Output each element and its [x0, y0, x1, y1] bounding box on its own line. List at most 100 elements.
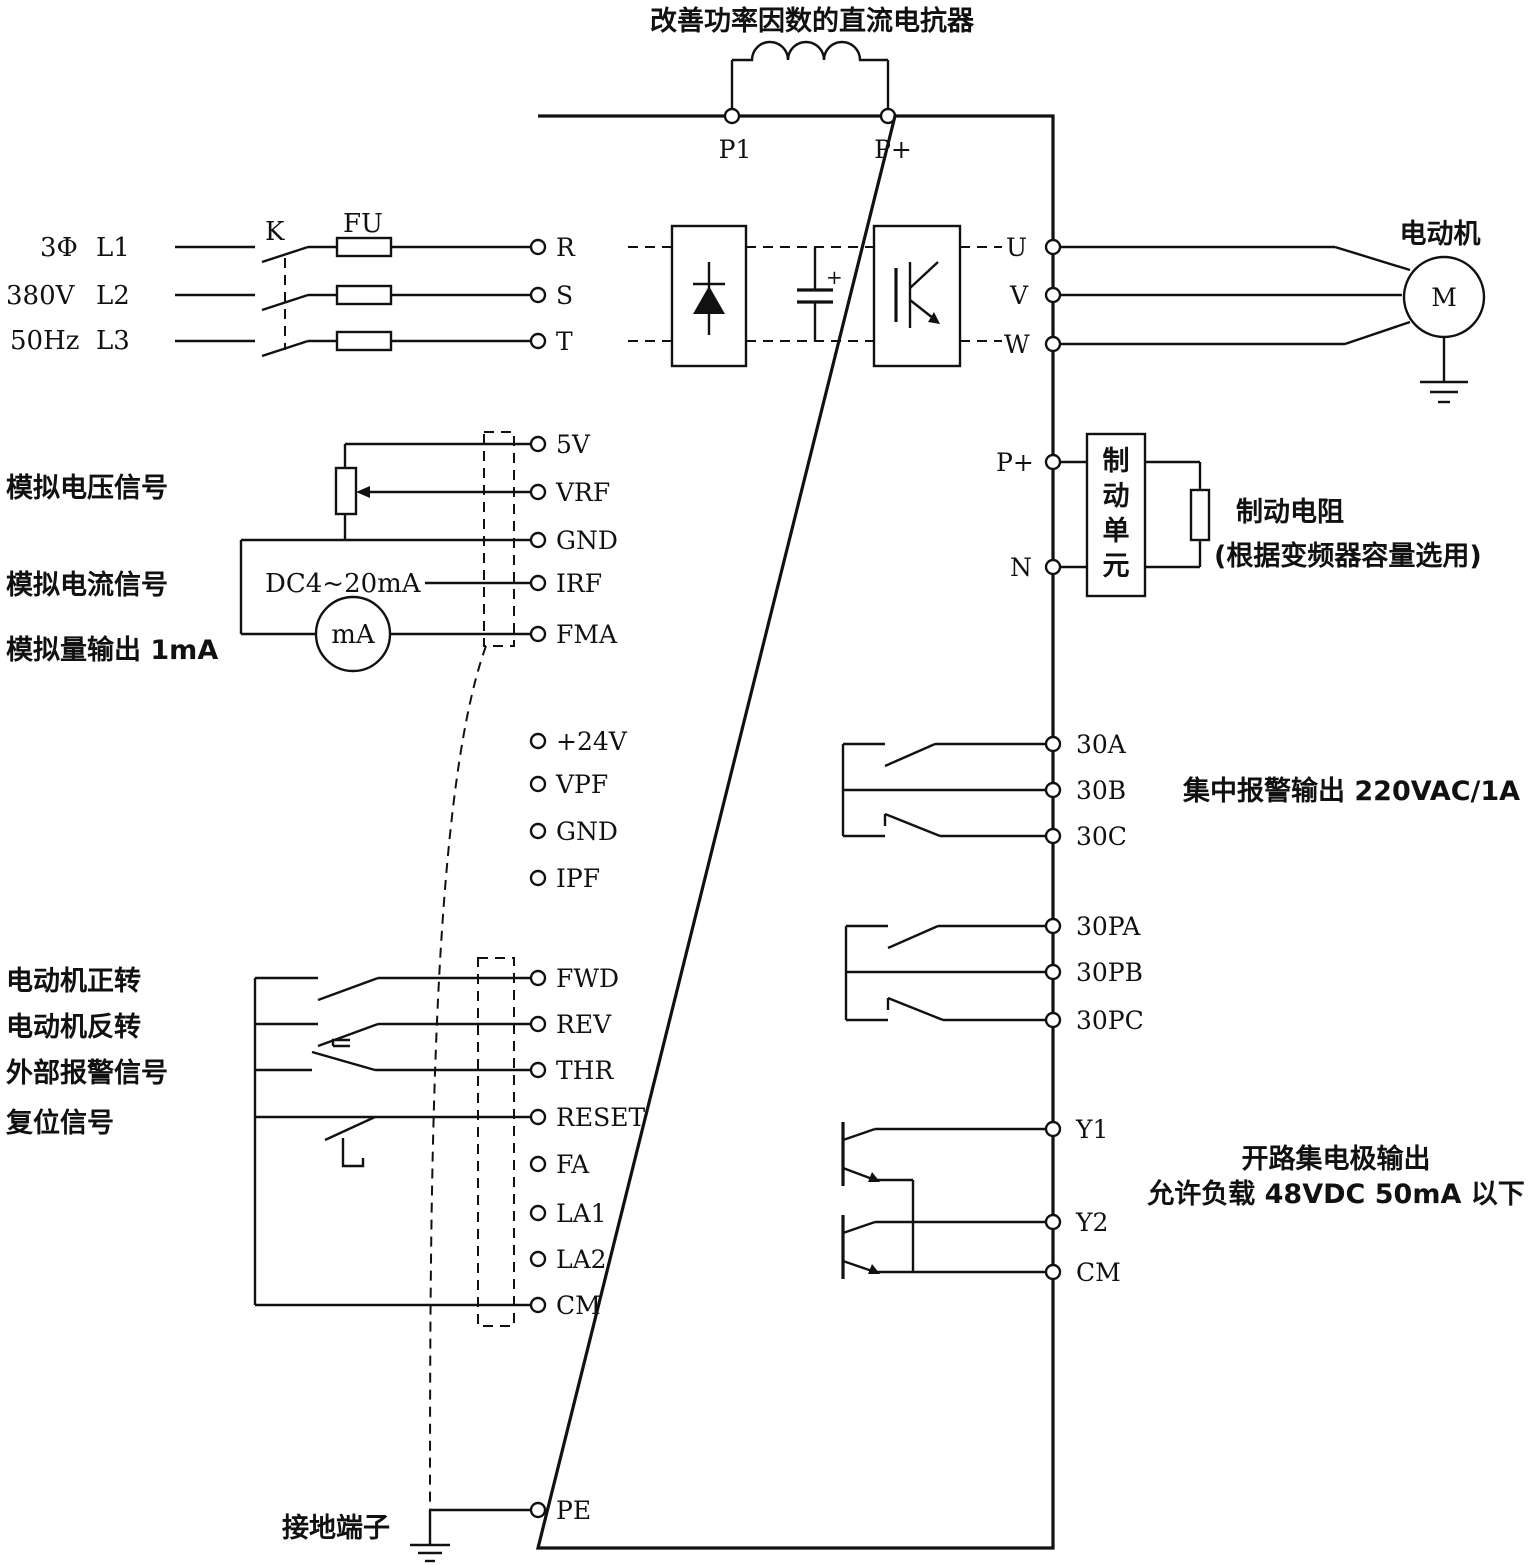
- terminal-cm-right-label: CM: [1076, 1258, 1121, 1287]
- terminal-30pc: [1044, 1011, 1062, 1029]
- inverter-enclosure: [535, 114, 1055, 1550]
- terminal-30pa-label: 30PA: [1076, 912, 1141, 941]
- fuse-fu-label: FU: [343, 209, 383, 239]
- supply-line-l1: L1: [96, 233, 130, 263]
- terminal-la1: [529, 1204, 547, 1222]
- terminal-s-label: S: [556, 281, 573, 310]
- supply-wiring: [175, 236, 531, 358]
- ground-terminal-label: 接地端子: [282, 1513, 390, 1544]
- terminal-fma: [529, 625, 547, 643]
- fwd-label: 电动机正转: [6, 966, 141, 997]
- terminal-s: [529, 286, 547, 304]
- terminal-30a: [1044, 735, 1062, 753]
- terminal-r-label: R: [556, 233, 576, 262]
- terminal-30c: [1044, 827, 1062, 845]
- digital-input-wiring: [253, 957, 531, 1563]
- diagram-title: 改善功率因数的直流电抗器: [650, 5, 975, 37]
- terminal-thr: [529, 1061, 547, 1079]
- terminal-5v-label: 5V: [556, 430, 591, 459]
- terminal-v: [1044, 286, 1062, 304]
- supply-frequency: 50Hz: [10, 326, 79, 356]
- terminal-5v: [529, 435, 547, 453]
- terminal-30c-label: 30C: [1076, 822, 1127, 851]
- reset-label: 复位信号: [6, 1107, 114, 1139]
- oc-note-1: 开路集电极输出: [1242, 1143, 1431, 1175]
- brake-resistor-note: (根据变频器容量选用): [1214, 540, 1482, 572]
- terminal-pe: [529, 1501, 547, 1519]
- terminal-ipf: [529, 869, 547, 887]
- dc-range-label: DC4~20mA: [265, 569, 422, 599]
- brake-unit-box: [1085, 432, 1147, 598]
- analog-voltage-label: 模拟电压信号: [6, 473, 168, 504]
- supply-line-l3: L3: [96, 326, 130, 356]
- terminal-n: [1044, 558, 1062, 576]
- terminal-30pb-label: 30PB: [1076, 958, 1143, 987]
- terminal-cm-left-label: CM: [556, 1291, 601, 1320]
- terminal-gnd-1-label: GND: [556, 526, 618, 555]
- analog-terminals: [529, 435, 547, 643]
- svg-text:+: +: [826, 265, 843, 289]
- motor-label: 电动机: [1400, 219, 1481, 250]
- terminal-rev: [529, 1015, 547, 1033]
- terminal-24v: [529, 732, 547, 750]
- terminal-vpf-label: VPF: [555, 770, 608, 799]
- terminal-rev-label: REV: [556, 1010, 612, 1039]
- relay-note: 集中报警输出 220VAC/1A: [1182, 775, 1520, 807]
- terminal-pe-label: PE: [556, 1496, 591, 1525]
- terminal-fma-label: FMA: [556, 620, 618, 649]
- igbt-icon: [894, 261, 940, 328]
- terminal-reset: [529, 1108, 547, 1126]
- terminal-fa-label: FA: [556, 1150, 590, 1179]
- terminal-irf-label: IRF: [556, 569, 602, 598]
- terminal-cm-left: [529, 1296, 547, 1314]
- terminal-gnd-2: [529, 822, 547, 840]
- terminal-y1: [1044, 1120, 1062, 1138]
- motor-symbol: M: [1431, 283, 1457, 312]
- terminal-thr-label: THR: [556, 1056, 614, 1085]
- rectifier-diode-icon: [693, 262, 725, 335]
- terminal-vpf: [529, 775, 547, 793]
- open-collector-wiring: [841, 1122, 1046, 1279]
- terminal-p1-label: P1: [719, 135, 752, 164]
- terminal-vrf: [529, 483, 547, 501]
- ext-alarm-label: 外部报警信号: [6, 1057, 168, 1089]
- terminal-la1-label: LA1: [556, 1199, 607, 1228]
- terminal-30b-label: 30B: [1076, 776, 1126, 805]
- supply-phase-label: 3Φ: [40, 233, 78, 263]
- inverter-block: [872, 224, 962, 368]
- switch-k-label: K: [265, 217, 285, 247]
- terminal-y1-label: Y1: [1075, 1115, 1108, 1144]
- digital-terminals: [529, 969, 547, 1314]
- terminal-30pc-label: 30PC: [1076, 1006, 1144, 1035]
- terminal-w-label: W: [1004, 330, 1030, 359]
- terminal-30b: [1044, 781, 1062, 799]
- brake-unit-char-1: 制: [1103, 446, 1130, 477]
- brake-unit-char-3: 单: [1103, 516, 1130, 547]
- terminal-vrf-label: VRF: [555, 478, 610, 507]
- terminal-gnd-1: [529, 531, 547, 549]
- terminal-gnd-2-label: GND: [556, 817, 618, 846]
- terminal-irf: [529, 574, 547, 592]
- dc-bus-capacitor-icon: +: [797, 247, 843, 341]
- terminal-v-label: V: [1009, 281, 1029, 310]
- supply-voltage: 380V: [6, 281, 76, 311]
- terminal-fwd-label: FWD: [556, 964, 619, 993]
- rectifier-block: [670, 224, 748, 368]
- terminal-p-plus-top-label: P+: [874, 135, 912, 164]
- terminal-p1: [723, 107, 741, 125]
- analog-output-label: 模拟量输出 1mA: [6, 634, 218, 666]
- terminal-y2: [1044, 1213, 1062, 1231]
- terminal-30a-label: 30A: [1076, 730, 1127, 759]
- rev-label: 电动机反转: [6, 1012, 141, 1043]
- terminal-u-label: U: [1006, 233, 1027, 262]
- potentiometer-icon: [334, 466, 358, 516]
- dc-reactor-coil: [732, 40, 888, 62]
- supply-line-l2: L2: [96, 281, 130, 311]
- terminal-p-plus-brake: [1044, 453, 1062, 471]
- terminal-30pa: [1044, 917, 1062, 935]
- main-circuit: +: [628, 224, 1002, 368]
- terminal-p-plus-brake-label: P+: [996, 448, 1034, 477]
- terminal-reset-label: RESET: [556, 1103, 645, 1132]
- brake-resistor-icon: [1189, 488, 1211, 542]
- terminal-y2-label: Y2: [1075, 1208, 1108, 1237]
